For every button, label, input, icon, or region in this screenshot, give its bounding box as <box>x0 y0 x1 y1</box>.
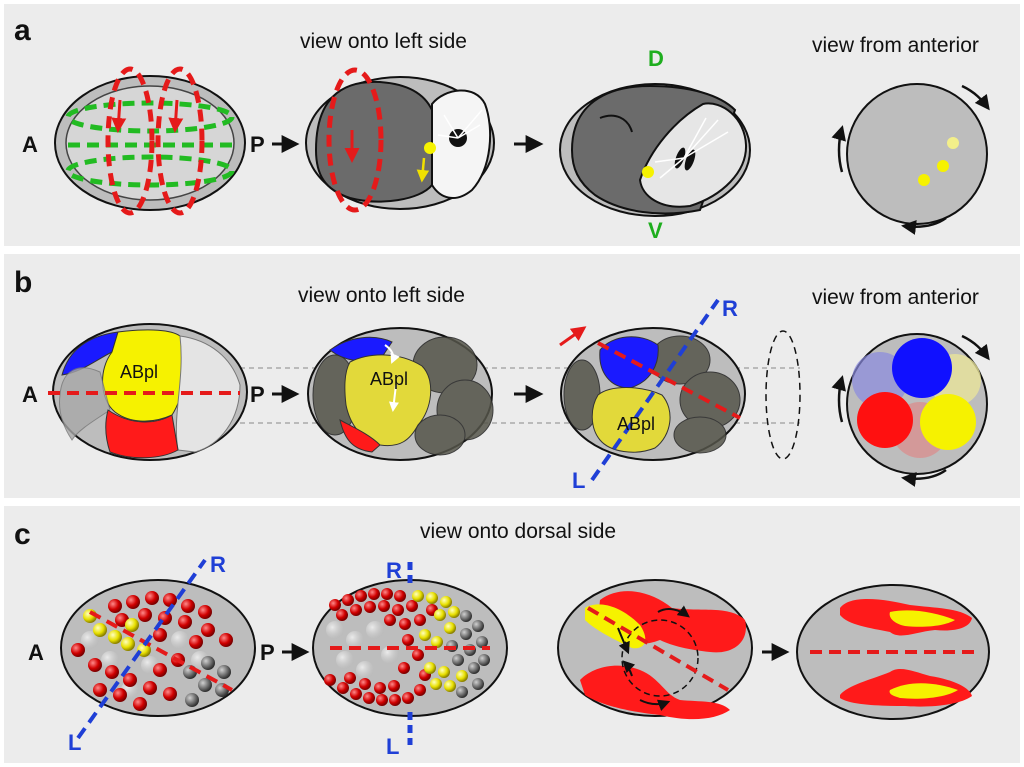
panel-c-embryo-1 <box>60 558 256 740</box>
panel-b-posterior-label: P <box>250 382 265 407</box>
panel-b-anterior-view <box>831 333 990 487</box>
panel-c-letter: c <box>14 518 31 551</box>
panel-a-ventral-label: V <box>648 218 663 243</box>
panel-c-anterior-label: A <box>28 640 44 665</box>
panel-a-letter: a <box>14 14 31 47</box>
panel-a-anterior-view <box>831 83 990 235</box>
panel-a: a view onto left side view from anterior… <box>14 14 990 243</box>
panel-a-anterior-label: A <box>22 132 38 157</box>
panel-b-left-label: L <box>572 468 585 493</box>
panel-a-heading-left: view onto left side <box>300 30 467 53</box>
panel-b-letter: b <box>14 266 32 299</box>
panel-c-left-label-2: L <box>386 734 399 759</box>
panel-b-anterior-label: A <box>22 382 38 407</box>
panel-b-heading-right: view from anterior <box>812 286 979 309</box>
panel-b-right-label: R <box>722 296 738 321</box>
panel-b-cell-label-2: ABpl <box>370 369 408 389</box>
panel-c-embryo-3 <box>557 579 753 720</box>
panel-b: b view onto left side view from anterior… <box>14 266 990 493</box>
panel-a-embryo-3 <box>559 83 751 217</box>
panel-c-left-label-1: L <box>68 730 81 755</box>
panel-c-right-label-1: R <box>210 552 226 577</box>
panel-b-embryo-1: ABpl <box>48 323 248 461</box>
panel-b-embryo-3: ABpl <box>559 298 746 482</box>
panel-a-embryo-2 <box>305 67 495 213</box>
panel-a-heading-right: view from anterior <box>812 34 979 57</box>
panel-c: c view onto dorsal side <box>14 518 990 759</box>
panel-c-embryo-2 <box>312 562 508 745</box>
panel-b-cell-label-1: ABpl <box>120 362 158 382</box>
panel-c-rl-axis-1 <box>76 558 207 740</box>
panel-c-heading: view onto dorsal side <box>420 520 616 543</box>
panel-b-heading-left: view onto left side <box>298 284 465 307</box>
panel-c-posterior-label: P <box>260 640 275 665</box>
panel-c-right-label-2: R <box>386 558 402 583</box>
panel-c-embryo-4 <box>796 584 990 720</box>
panel-a-posterior-label: P <box>250 132 265 157</box>
panel-a-embryo-1 <box>54 66 246 216</box>
panel-a-dorsal-label: D <box>648 46 664 71</box>
panel-b-cell-label-3: ABpl <box>617 414 655 434</box>
panel-b-embryo-2: ABpl <box>307 327 494 461</box>
